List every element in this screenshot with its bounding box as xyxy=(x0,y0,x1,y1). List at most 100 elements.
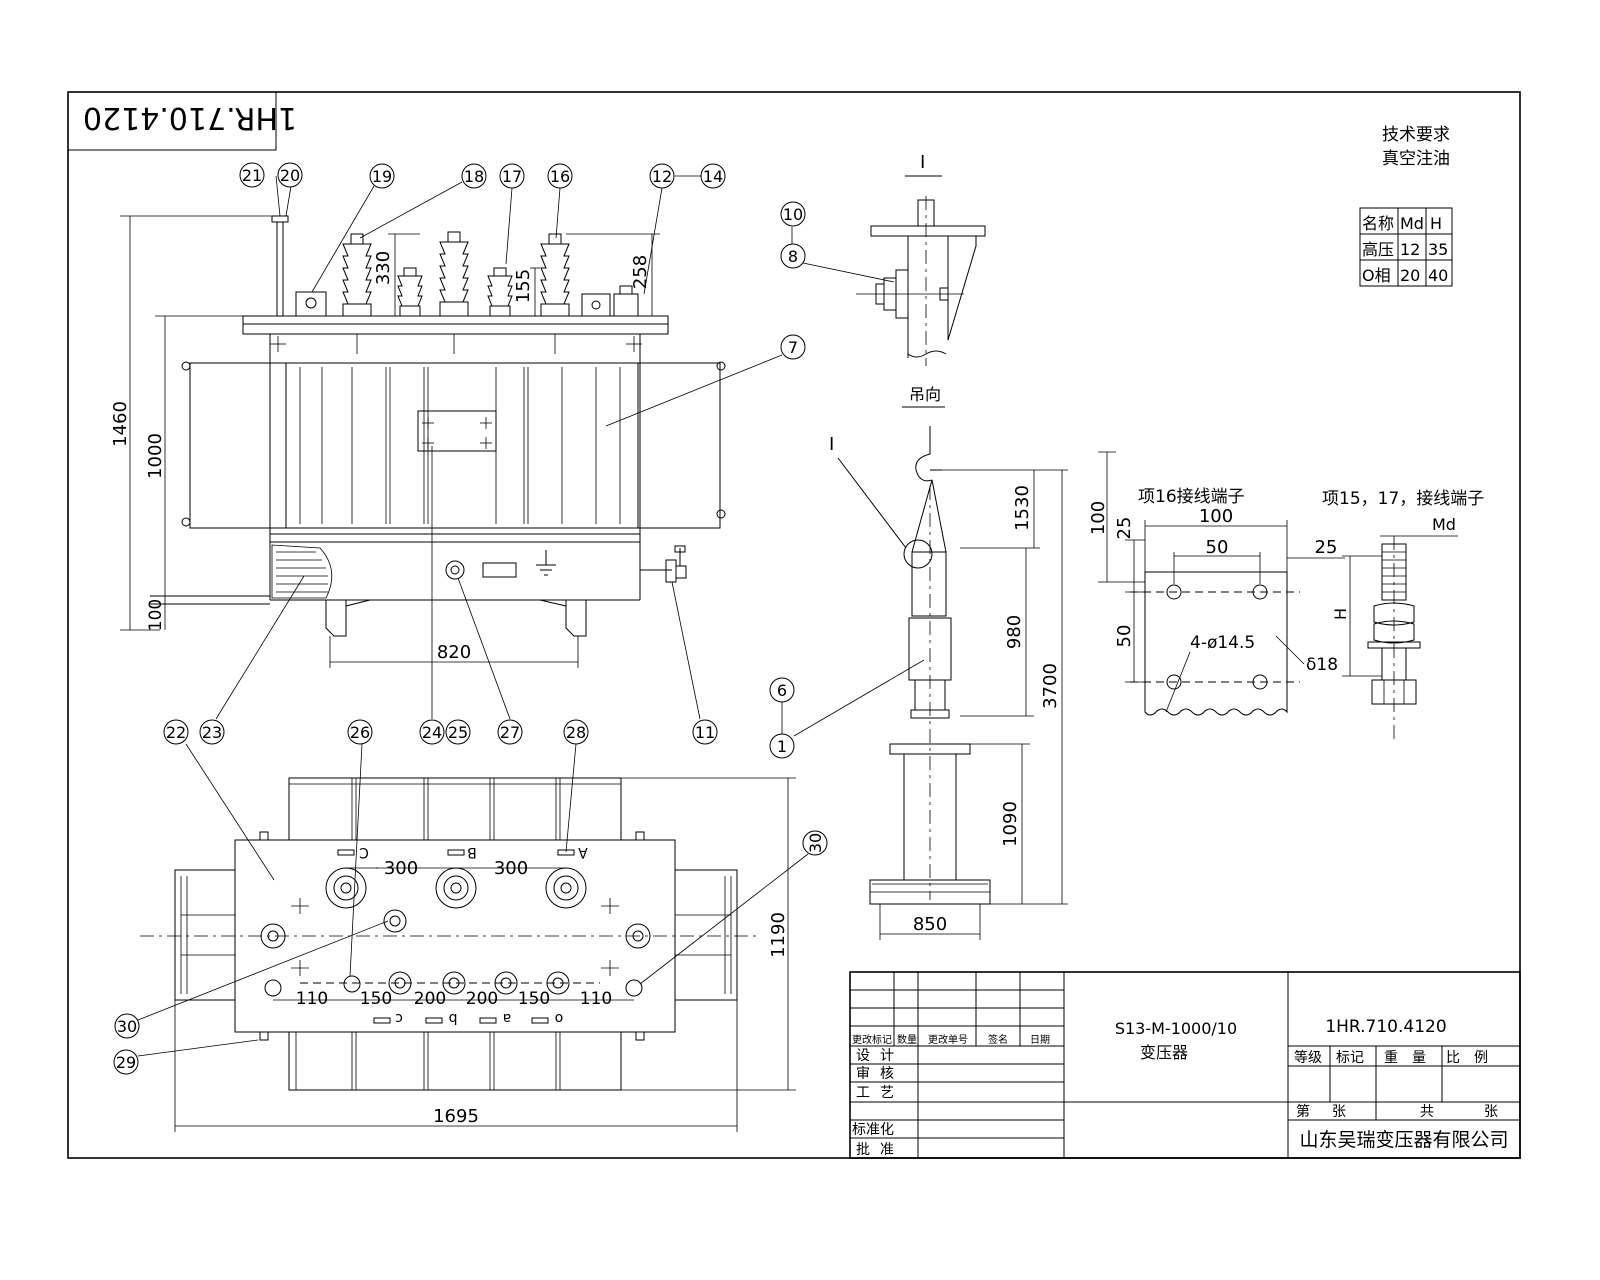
lifting-dimensions: 1530 980 3700 1090 850 xyxy=(879,469,1068,940)
dim-term-100h: 100 xyxy=(1088,501,1109,535)
phase-label-lv-c: c xyxy=(395,1010,403,1026)
lifting-direction-label: 吊向 xyxy=(909,385,941,404)
dim-820: 820 xyxy=(437,642,471,663)
dim-term-holes: 4-ø14.5 xyxy=(1190,633,1255,653)
dim-term-100w: 100 xyxy=(1199,506,1233,527)
callout-25: 26 xyxy=(347,719,373,745)
callout-20: 21 xyxy=(239,162,265,188)
table-cell: 40 xyxy=(1428,266,1448,285)
svg-text:27: 27 xyxy=(500,723,520,742)
callout-7: 7 xyxy=(780,334,806,360)
dim-1190: 1190 xyxy=(768,912,789,958)
detail-i-title: I xyxy=(920,152,925,173)
dim-1460: 1460 xyxy=(110,401,131,447)
role-standardization: 标准化 xyxy=(852,1122,894,1138)
svg-text:18: 18 xyxy=(464,167,484,186)
dim-term-25: 25 xyxy=(1114,517,1135,540)
company-name: 山东吴瑞变压器有限公司 xyxy=(1299,1129,1508,1151)
callout-16: 17 xyxy=(499,163,525,189)
top-dimensions: 300 300 110 150 200 200 150 110 1190 169… xyxy=(174,777,796,1132)
svg-text:17: 17 xyxy=(502,167,522,186)
svg-text:21: 21 xyxy=(242,166,262,185)
svg-text:1: 1 xyxy=(777,737,787,756)
hv-bushing xyxy=(540,233,570,317)
svg-text:6: 6 xyxy=(777,681,787,700)
phase-label-lv-a: a xyxy=(503,1010,512,1026)
dim-150-left: 150 xyxy=(360,989,392,1009)
detail-i-view: I xyxy=(856,152,986,366)
table-cell: 35 xyxy=(1428,240,1448,259)
tech-req-title: 技术要求 xyxy=(1382,125,1450,145)
svg-text:19: 19 xyxy=(372,167,392,186)
phase-label-hv-c: C xyxy=(359,844,369,860)
terminal15-17-detail: 项15，17，接线端子 Md H xyxy=(1322,489,1484,742)
callout-28: 29 xyxy=(113,1049,139,1075)
flipped-number-box: 1HR.710.4120 xyxy=(68,92,297,151)
callout-6: 6 xyxy=(769,677,795,703)
svg-text:7: 7 xyxy=(788,338,798,357)
table-cell: 20 xyxy=(1400,266,1420,285)
callout-1: 1 xyxy=(769,733,795,759)
product-name: 变压器 xyxy=(1140,1043,1188,1062)
section-i-callout-label: I xyxy=(829,434,834,455)
table-header-name: 名称 xyxy=(1362,214,1394,233)
dim-term-25r: 25 xyxy=(1315,537,1338,558)
callout-24: 25 xyxy=(445,719,471,745)
terminal15-17-title: 项15，17，接线端子 xyxy=(1322,489,1484,509)
callout-8: 8 xyxy=(780,243,806,269)
svg-text:16: 16 xyxy=(550,167,570,186)
callout-12: 12 xyxy=(649,163,675,189)
dim-term-thickness: δ18 xyxy=(1306,655,1338,675)
revision-header: 签名 xyxy=(988,1033,1008,1046)
callout-15: 16 xyxy=(547,163,573,189)
dim-258: 258 xyxy=(630,255,651,289)
dim-1695: 1695 xyxy=(433,1106,479,1127)
phase-label-lv-b: b xyxy=(448,1010,457,1026)
dim-1530: 1530 xyxy=(1012,485,1033,531)
table-header-md: Md xyxy=(1400,214,1424,233)
title-block: 更改标记 数量 更改单号 签名 日期 设计 审核 工艺 标准化 批准 S13-M… xyxy=(849,971,1548,1159)
terminal-table: 名称 Md H 高压 12 35 O相 20 40 xyxy=(1359,207,1453,287)
svg-text:8: 8 xyxy=(788,247,798,266)
svg-text:24: 24 xyxy=(422,723,442,742)
drawing-border xyxy=(67,91,1521,1159)
callout-17: 18 xyxy=(461,163,487,189)
dim-980: 980 xyxy=(1004,615,1025,649)
lifting-lug xyxy=(581,293,611,317)
hv-bushing xyxy=(342,233,372,317)
svg-text:28: 28 xyxy=(566,723,586,742)
callout-14: 14 xyxy=(700,163,726,189)
dim-1000: 1000 xyxy=(145,433,166,479)
svg-text:20: 20 xyxy=(280,166,300,185)
role-review: 审核 xyxy=(856,1066,904,1082)
callout-19: 20 xyxy=(277,162,303,188)
svg-text:26: 26 xyxy=(350,723,370,742)
dim-850: 850 xyxy=(913,914,947,935)
dim-200-left: 200 xyxy=(414,989,446,1009)
svg-text:23: 23 xyxy=(202,723,222,742)
revision-header: 更改标记 xyxy=(852,1033,892,1046)
dim-155: 155 xyxy=(513,269,534,303)
grade-header: 重量 xyxy=(1384,1050,1440,1066)
lv-bushing xyxy=(487,267,513,317)
svg-text:30: 30 xyxy=(806,833,825,853)
dim-330: 330 xyxy=(373,251,394,285)
callout-27: 28 xyxy=(563,719,589,745)
sheet-label: 第张 xyxy=(1296,1103,1368,1120)
callout-21: 22 xyxy=(163,719,189,745)
total-label: 共张 xyxy=(1420,1104,1548,1120)
dim-100: 100 xyxy=(146,599,166,631)
lifting-view: 吊向 I xyxy=(829,385,991,905)
title-drawing-number: 1HR.710.4120 xyxy=(1325,1017,1446,1037)
table-cell: 高压 xyxy=(1362,240,1394,259)
svg-text:29: 29 xyxy=(116,1053,136,1072)
dim-300-left: 300 xyxy=(384,858,418,879)
front-view xyxy=(150,215,726,637)
callout-balloons: 21 20 19 18 17 16 12 14 10 8 7 6 1 22 23… xyxy=(113,162,828,1075)
front-dimensions: 1460 1000 100 820 330 155 258 xyxy=(110,215,660,668)
tech-req-line1: 真空注油 xyxy=(1382,149,1450,169)
dim-term-50w: 50 xyxy=(1206,537,1229,558)
callout-23: 24 xyxy=(419,719,445,745)
svg-text:14: 14 xyxy=(703,167,723,186)
dim-3700: 3700 xyxy=(1040,663,1061,709)
